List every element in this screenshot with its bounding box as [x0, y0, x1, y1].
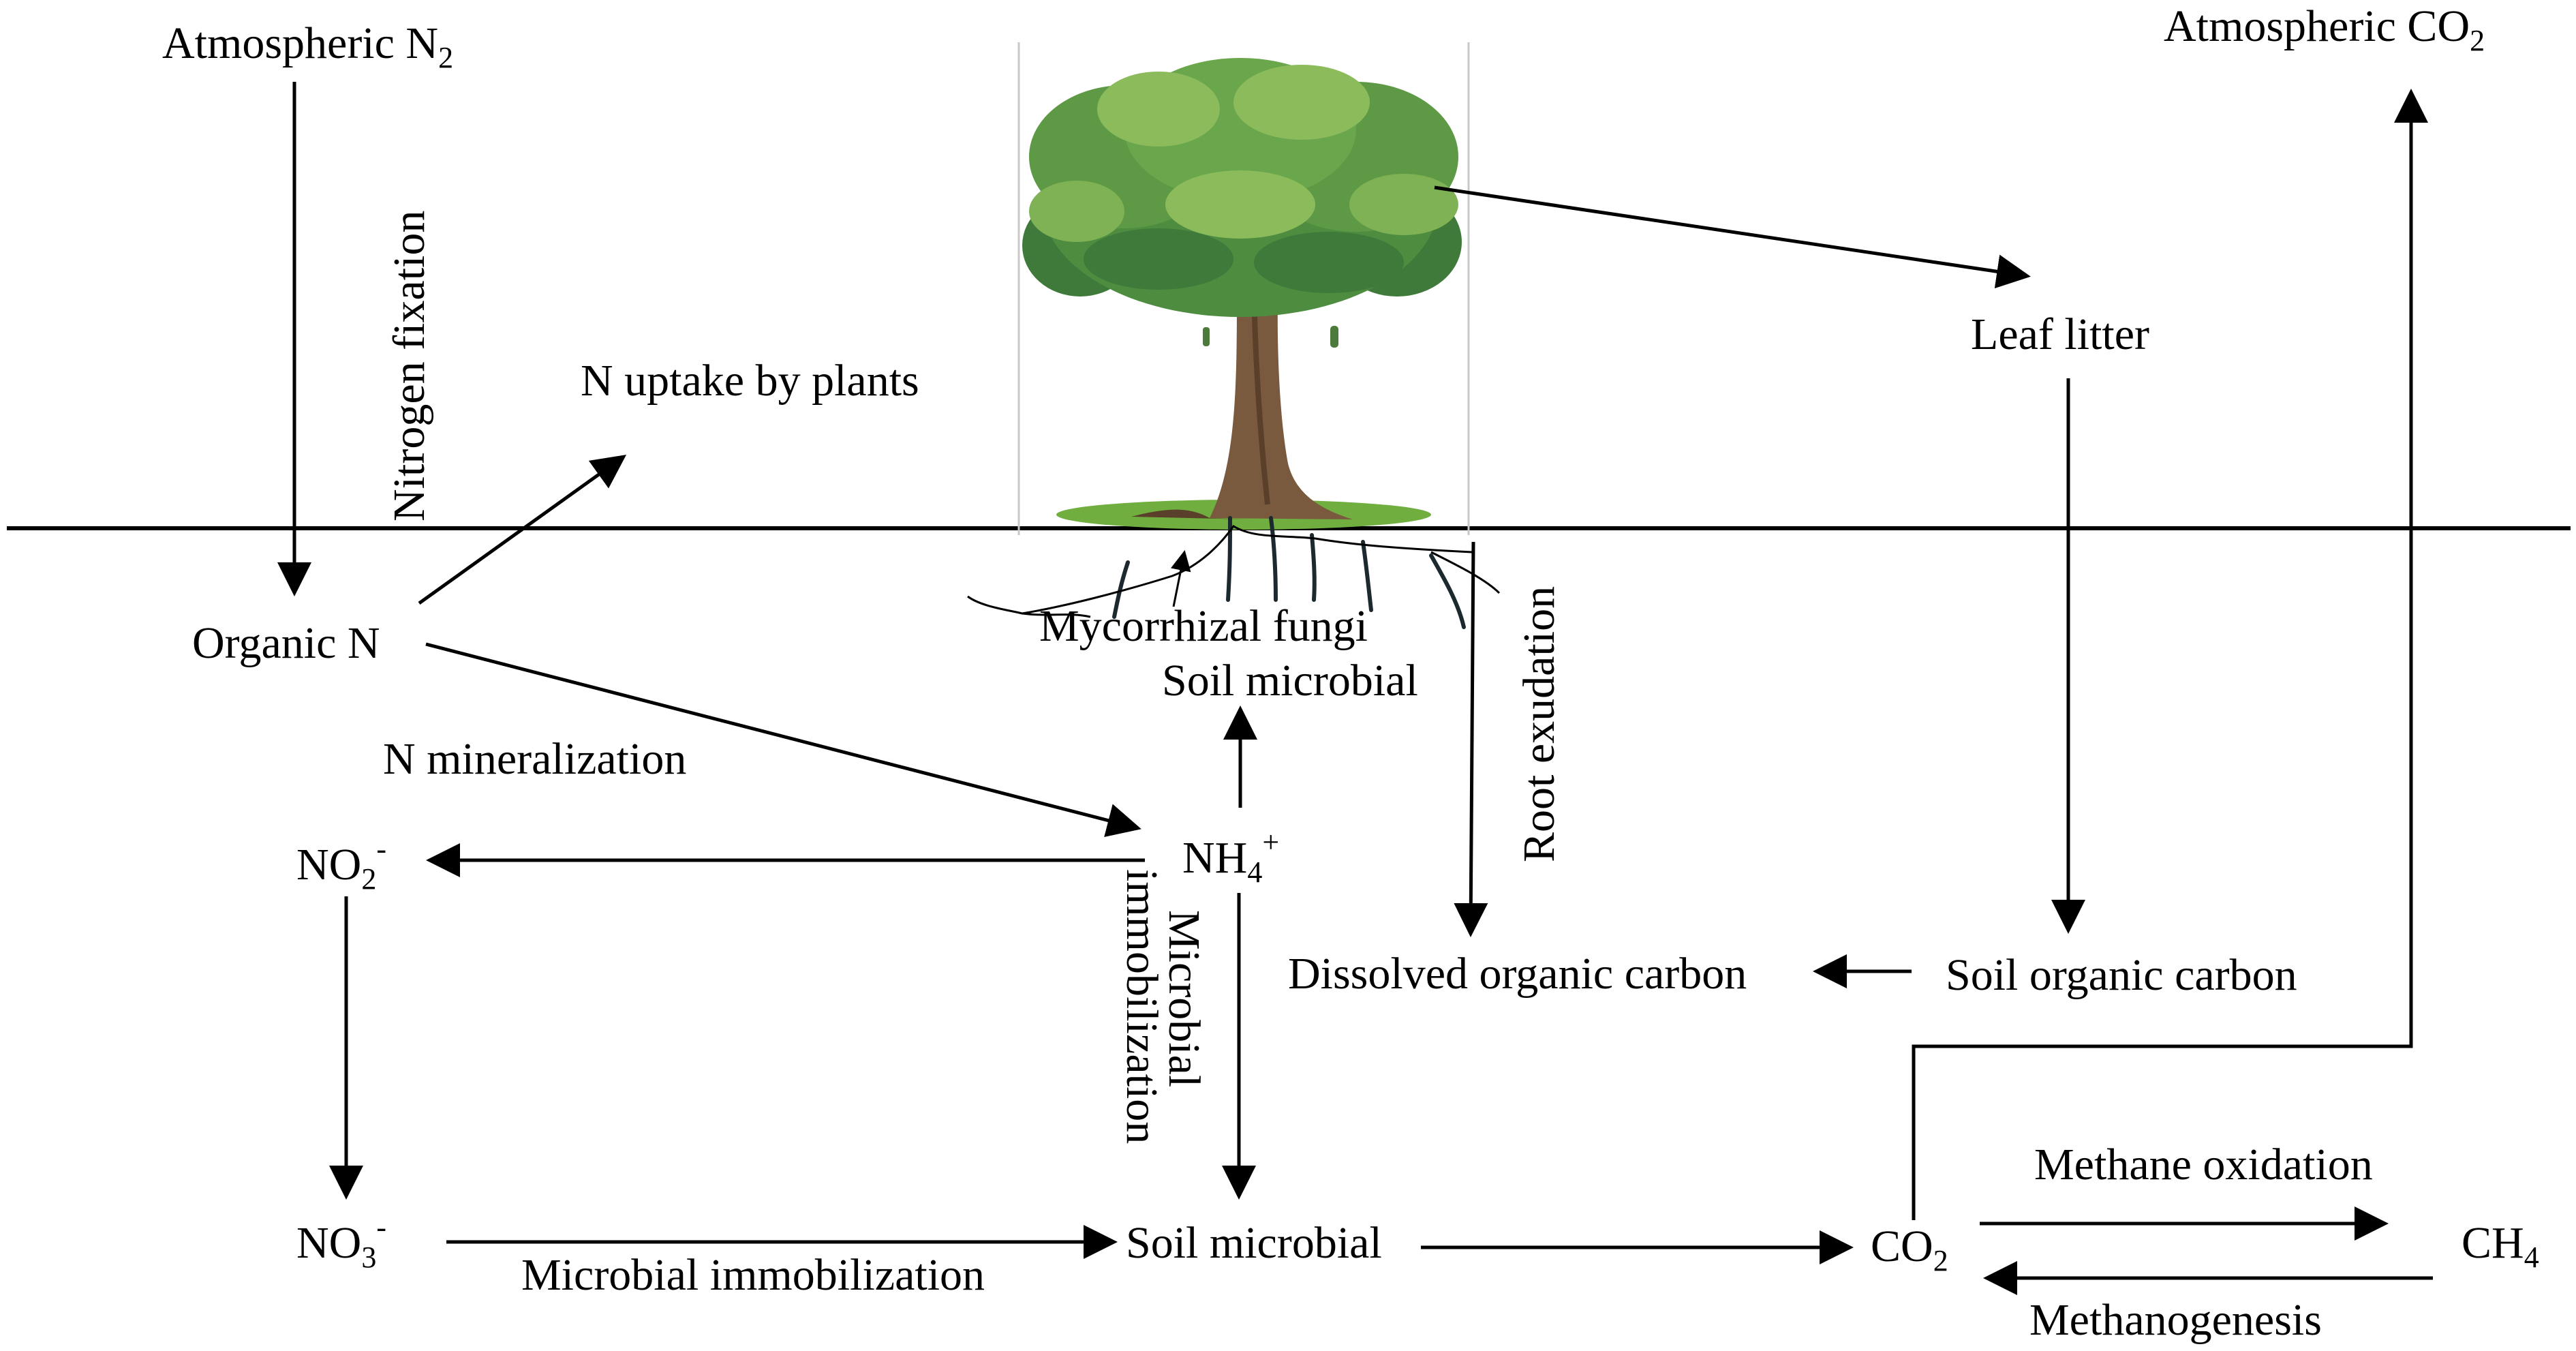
- arrow-to-root: [1170, 550, 1191, 607]
- mycorrhizal-fungi-label: Mycorrhizal fungi: [1039, 601, 1368, 651]
- arrow-n-mineralization: [425, 642, 1141, 837]
- microbial-immobilization-vertical-label: immobilizationMicrobial: [1117, 869, 1209, 1144]
- arrow-n-uptake: [418, 455, 627, 605]
- organic-n-label: Organic N: [192, 618, 380, 668]
- root-system: [967, 516, 1501, 629]
- methane-oxidation-label: Methane oxidation: [2034, 1140, 2373, 1189]
- arrow-tree-to-leaf-litter: [1434, 185, 2031, 289]
- no2-label: NO2-: [296, 832, 386, 896]
- atmospheric-co2-label: Atmospheric CO2: [2164, 1, 2485, 57]
- dissolved-organic-carbon-label: Dissolved organic carbon: [1288, 949, 1747, 999]
- arrow-root-exudation: [1454, 541, 1488, 937]
- n-uptake-label: N uptake by plants: [581, 356, 919, 406]
- atmospheric-n2-label: Atmospheric N2: [162, 18, 453, 74]
- soil-microbial-bottom-label: Soil microbial: [1126, 1218, 1382, 1268]
- nh4-label: NH4+: [1182, 825, 1279, 889]
- microbial-immobilization-horizontal-label: Microbial immobilization: [521, 1250, 985, 1300]
- soil-microbial-top-label: Soil microbial: [1162, 656, 1418, 705]
- ch4-label: CH4: [2462, 1218, 2539, 1274]
- tree-canopy: [1022, 58, 1462, 317]
- n-mineralization-label: N mineralization: [383, 734, 686, 784]
- soil-organic-carbon-label: Soil organic carbon: [1946, 950, 2297, 1000]
- leaf-litter-label: Leaf litter: [1971, 309, 2149, 359]
- no3-label: NO3-: [296, 1211, 386, 1274]
- root-exudation-label: Root exudation: [1514, 586, 1564, 862]
- co2-label: CO2: [1871, 1221, 1948, 1277]
- arrow-co2-to-atmospheric-co2: [1912, 89, 2428, 1220]
- nitrogen-fixation-label: Nitrogen fixation: [384, 211, 434, 521]
- methanogenesis-label: Methanogenesis: [2029, 1295, 2322, 1345]
- tree-icon: [1017, 42, 1470, 535]
